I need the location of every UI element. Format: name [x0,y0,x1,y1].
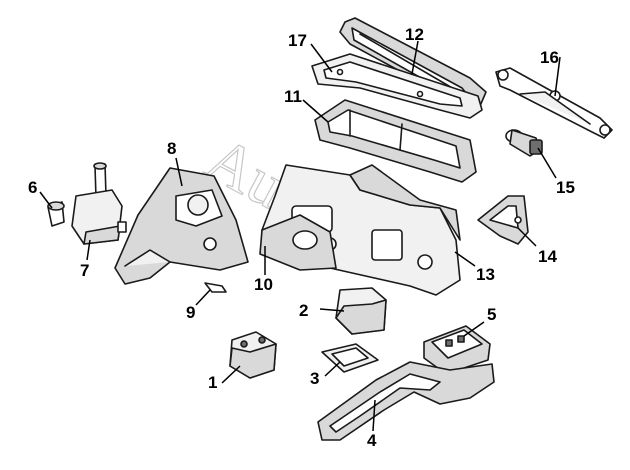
callout-labels: 1 2 3 4 5 6 7 8 9 10 11 12 13 14 15 16 1… [28,25,575,450]
callout-16: 16 [540,48,559,67]
callout-5: 5 [487,305,496,324]
callout-13: 13 [476,265,495,284]
leader-5 [463,321,485,337]
leader-14 [517,227,537,247]
leader-11 [302,99,329,123]
part-10-tunnel [259,214,337,271]
callout-6: 6 [28,178,37,197]
callout-9: 9 [186,303,195,322]
part-7-washer-reservoir [71,162,127,245]
leader-15 [537,147,557,179]
part-3-base-plate [321,343,379,373]
leader-7 [86,239,91,261]
part-16-wiper-linkage [495,67,613,139]
leader-4 [372,399,376,432]
part-4-rail [317,361,495,441]
callout-7: 7 [80,261,89,280]
callout-4: 4 [367,431,377,450]
callout-12: 12 [405,25,424,44]
part-9-clip [204,282,227,293]
leader-1 [221,365,241,384]
part-5-relay-box [423,325,491,375]
leader-2 [319,308,345,312]
callout-10: 10 [254,275,273,294]
callout-17: 17 [288,31,307,50]
leader-16 [554,56,561,97]
leader-8 [175,157,183,187]
callout-3: 3 [310,369,319,388]
leader-lines [39,40,561,432]
leader-17 [310,43,333,73]
part-2-battery-tray [335,287,387,335]
callout-11: 11 [284,87,302,106]
callout-8: 8 [167,139,176,158]
leader-13 [454,251,476,267]
callout-14: 14 [538,247,557,266]
part-11-cowl-tray [314,99,477,183]
leader-12 [411,40,419,75]
part-17-cowl-grille [311,53,483,119]
leader-3 [324,361,341,377]
part-8-wheelhouse [114,167,249,285]
leader-9 [195,289,211,306]
callout-1: 1 [208,373,217,392]
leader-6 [39,191,53,209]
part-15-wiper-motor [505,129,543,157]
callout-15: 15 [556,178,575,197]
part-14-bracket [477,195,529,245]
callout-2: 2 [299,301,308,320]
part-1-battery [229,331,277,379]
